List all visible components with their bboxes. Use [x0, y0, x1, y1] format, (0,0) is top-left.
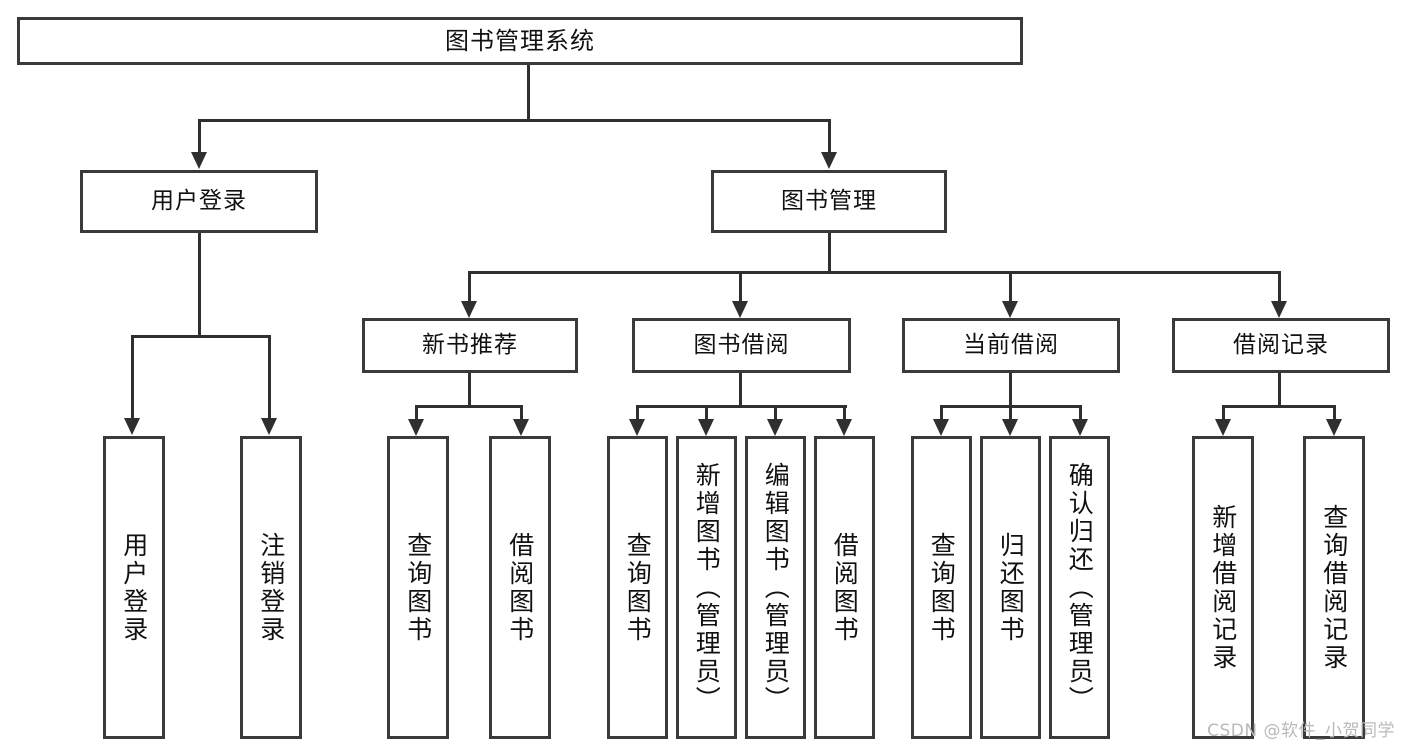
node-label: 新书推荐	[422, 331, 518, 358]
edge-borrow-record-bus	[1222, 405, 1336, 408]
node-label: 用户登录	[119, 531, 149, 644]
leaf-current-return-book[interactable]: 归还图书	[980, 436, 1041, 739]
node-label: 借阅图书	[830, 531, 860, 644]
node-label: 借阅图书	[505, 531, 535, 644]
edge-book-borrow-stem	[739, 373, 742, 407]
leaf-borrow-search-book[interactable]: 查询图书	[607, 436, 668, 739]
watermark: CSDN @软件_小贺同学	[1207, 721, 1395, 741]
node-root-system[interactable]: 图书管理系统	[17, 17, 1023, 65]
edge-book-borrow-l1	[636, 405, 639, 423]
arrow-root-to-user-login	[191, 152, 207, 169]
node-book-management[interactable]: 图书管理	[711, 170, 947, 233]
node-label: 新增借阅记录	[1208, 503, 1238, 672]
leaf-record-add-record[interactable]: 新增借阅记录	[1192, 436, 1254, 739]
arrow-book-borrow-l3	[767, 419, 783, 436]
edge-borrow-record-l2	[1333, 405, 1336, 423]
arrow-book-borrow-l1	[629, 419, 645, 436]
leaf-logout[interactable]: 注销登录	[240, 436, 302, 739]
edge-root-stem	[527, 65, 530, 120]
node-label: 注销登录	[256, 531, 286, 644]
edge-root-to-book-mgmt	[828, 119, 831, 154]
edge-book-mgmt-c3	[1009, 271, 1012, 303]
arrow-borrow-record-l1	[1215, 419, 1231, 436]
arrow-root-to-book-mgmt	[821, 152, 837, 169]
leaf-newbook-search-book[interactable]: 查询图书	[387, 436, 449, 739]
node-label: 查询借阅记录	[1319, 503, 1349, 672]
edge-current-borrow-l1	[940, 405, 943, 423]
node-label: 当前借阅	[963, 331, 1059, 358]
leaf-current-search-book[interactable]: 查询图书	[911, 436, 972, 739]
edge-book-mgmt-c4	[1278, 271, 1281, 303]
leaf-borrow-edit-book-admin[interactable]: 编辑图书（管理员）	[745, 436, 806, 739]
leaf-record-search-record[interactable]: 查询借阅记录	[1303, 436, 1365, 739]
arrow-book-mgmt-c2	[732, 301, 748, 318]
node-label: 查询图书	[403, 531, 433, 644]
edge-book-mgmt-c2	[739, 271, 742, 303]
node-current-borrow[interactable]: 当前借阅	[902, 318, 1120, 373]
leaf-borrow-borrow-book[interactable]: 借阅图书	[814, 436, 875, 739]
arrow-book-mgmt-c1	[461, 301, 477, 318]
edge-book-borrow-l3	[774, 405, 777, 423]
edge-book-borrow-l2	[705, 405, 708, 423]
edge-new-book-l2	[520, 405, 523, 423]
node-user-login[interactable]: 用户登录	[80, 170, 318, 233]
node-label: 借阅记录	[1233, 331, 1329, 358]
edge-book-borrow-bus	[636, 405, 847, 408]
edge-borrow-record-stem	[1278, 373, 1281, 407]
node-label: 图书管理系统	[445, 26, 595, 55]
edge-user-login-bus	[131, 335, 270, 338]
edge-new-book-bus	[415, 405, 523, 408]
node-label: 新增图书（管理员）	[692, 461, 722, 714]
arrow-current-borrow-l3	[1072, 419, 1088, 436]
arrow-book-mgmt-c3	[1002, 301, 1018, 318]
node-label: 查询图书	[927, 531, 957, 644]
arrow-user-login-l2	[261, 418, 277, 435]
arrow-book-mgmt-c4	[1271, 301, 1287, 318]
leaf-user-login[interactable]: 用户登录	[103, 436, 165, 739]
node-book-borrow[interactable]: 图书借阅	[632, 318, 851, 373]
arrow-borrow-record-l2	[1326, 419, 1342, 436]
node-label: 查询图书	[623, 531, 653, 644]
leaf-borrow-add-book-admin[interactable]: 新增图书（管理员）	[676, 436, 737, 739]
edge-book-borrow-l4	[843, 405, 846, 423]
edge-user-login-l2	[268, 335, 271, 420]
node-label: 图书借阅	[693, 331, 790, 358]
node-label: 用户登录	[151, 187, 247, 214]
node-label: 图书管理	[781, 187, 877, 214]
arrow-book-borrow-l2	[698, 419, 714, 436]
edge-user-login-stem	[198, 233, 201, 336]
edge-book-mgmt-c1	[468, 271, 471, 303]
node-label: 确认归还（管理员）	[1065, 461, 1095, 714]
node-label: 编辑图书（管理员）	[761, 461, 791, 714]
arrow-book-borrow-l4	[836, 419, 852, 436]
edge-current-borrow-stem	[1009, 373, 1012, 407]
arrow-new-book-l1	[408, 419, 424, 436]
arrow-current-borrow-l1	[933, 419, 949, 436]
edge-current-borrow-l3	[1079, 405, 1082, 423]
edge-new-book-l1	[415, 405, 418, 423]
arrow-current-borrow-l2	[1002, 419, 1018, 436]
leaf-current-confirm-return-admin[interactable]: 确认归还（管理员）	[1049, 436, 1110, 739]
edge-root-bus	[198, 119, 831, 122]
edge-book-mgmt-stem	[828, 233, 831, 273]
edge-new-book-stem	[468, 373, 471, 407]
node-label: 归还图书	[996, 531, 1026, 644]
edge-root-to-user-login	[198, 119, 201, 154]
node-new-book-recommend[interactable]: 新书推荐	[362, 318, 578, 373]
edge-current-borrow-l2	[1009, 405, 1012, 423]
leaf-newbook-borrow-book[interactable]: 借阅图书	[489, 436, 551, 739]
edge-borrow-record-l1	[1222, 405, 1225, 423]
node-borrow-record[interactable]: 借阅记录	[1172, 318, 1390, 373]
arrow-user-login-l1	[124, 418, 140, 435]
edge-book-mgmt-bus	[468, 271, 1281, 274]
arrow-new-book-l2	[513, 419, 529, 436]
edge-user-login-l1	[131, 335, 134, 420]
